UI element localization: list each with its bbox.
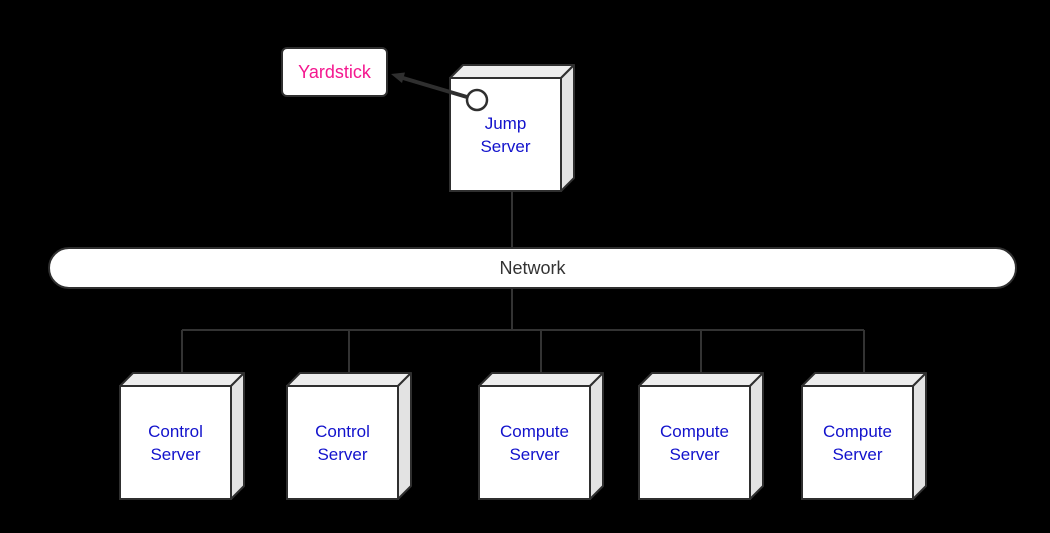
node-control-server-1: Control Server bbox=[119, 372, 245, 500]
compute-server-label: Compute Server bbox=[660, 421, 729, 464]
server-3d-box-icon bbox=[638, 372, 764, 500]
control-server-label: Control Server bbox=[315, 421, 370, 464]
network-label: Network bbox=[499, 257, 566, 278]
server-3d-box-icon bbox=[478, 372, 604, 500]
server-3d-box-icon bbox=[449, 64, 575, 192]
interface-port-icon bbox=[465, 88, 489, 112]
server-3d-box-icon bbox=[286, 372, 412, 500]
server-3d-box-icon bbox=[801, 372, 927, 500]
yardstick-box: Yardstick bbox=[281, 47, 388, 97]
jump-server-label: Jump Server bbox=[480, 113, 531, 156]
yardstick-label: Yardstick bbox=[298, 61, 371, 82]
node-compute-server-2: Compute Server bbox=[638, 372, 764, 500]
arrow-to-yardstick-icon bbox=[391, 72, 468, 99]
node-compute-server-1: Compute Server bbox=[478, 372, 604, 500]
server-3d-box-icon bbox=[119, 372, 245, 500]
node-jump-server: Jump Server bbox=[449, 64, 575, 192]
compute-server-label: Compute Server bbox=[500, 421, 569, 464]
node-control-server-2: Control Server bbox=[286, 372, 412, 500]
control-server-label: Control Server bbox=[148, 421, 203, 464]
node-compute-server-3: Compute Server bbox=[801, 372, 927, 500]
compute-server-label: Compute Server bbox=[823, 421, 892, 464]
network-bus-bar: Network bbox=[48, 247, 1017, 289]
